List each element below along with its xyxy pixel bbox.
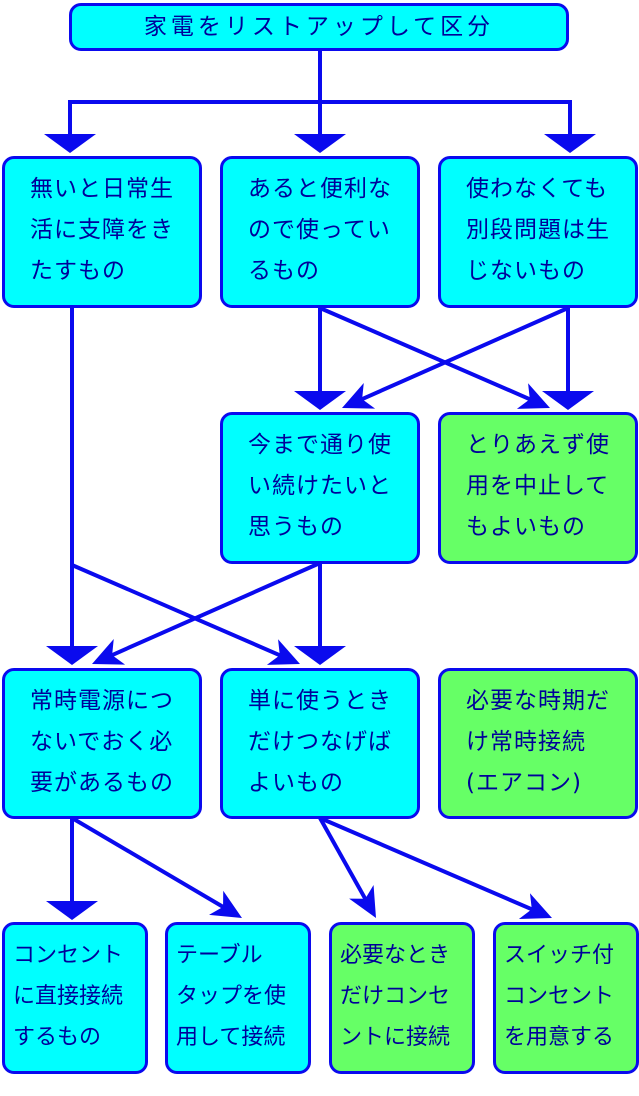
- node-text: タップを使: [176, 984, 287, 1009]
- node-text: い続けたいと: [248, 473, 392, 499]
- node-text: 今まで通り使: [248, 432, 392, 458]
- keep-using-to-always-on-line: [109, 561, 321, 658]
- title-node: 家電をリストアップして区分: [69, 3, 569, 51]
- node-text: するもの: [13, 1025, 102, 1050]
- node-text: とりあえず使: [466, 432, 610, 458]
- unnecessary-to-stop-using-arrowhead: [542, 391, 594, 410]
- node-always-on: 常時電源につ ないでおく必 要があるもの: [2, 668, 202, 819]
- node-text: あると便利な: [248, 176, 392, 202]
- node-plug-when-needed: 必要なとき だけコンセ ントに接続: [329, 922, 475, 1074]
- node-essential: 無いと日常生 活に支障をき たすもの: [2, 156, 202, 308]
- node-text: 単に使うとき: [248, 688, 392, 714]
- node-text: コンセント: [504, 984, 615, 1009]
- unnecessary-to-keep-using-arrowhead: [342, 383, 376, 409]
- node-text: 別段問題は生: [466, 217, 610, 243]
- node-text: に直接接続: [13, 984, 124, 1009]
- node-stop-using: とりあえず使 用を中止して もよいもの: [438, 412, 638, 564]
- node-text: スイッチ付: [504, 943, 615, 968]
- unnecessary-to-keep-using-line: [359, 306, 569, 402]
- keep-using-to-always-on-arrowhead: [92, 639, 126, 665]
- node-text: を用意する: [504, 1025, 615, 1050]
- node-text: ないでおく必: [30, 729, 174, 755]
- on-demand-to-switched-outlet-line: [319, 816, 535, 912]
- node-direct-outlet: コンセント に直接接続 するもの: [2, 922, 148, 1074]
- node-text: (エアコン): [466, 770, 582, 796]
- title-text: 家電をリストアップして区分: [143, 14, 495, 40]
- node-text: たすもの: [30, 258, 126, 284]
- node-convenient: あると便利な ので使ってい るもの: [220, 156, 420, 308]
- node-text: け常時接続: [466, 729, 586, 755]
- node-text: じないもの: [466, 258, 586, 284]
- node-switched-outlet: スイッチ付 コンセント を用意する: [493, 922, 639, 1074]
- to-convenient-arrowhead: [294, 134, 346, 153]
- node-keep-using: 今まで通り使 い続けたいと 思うもの: [220, 412, 420, 564]
- convenient-to-keep-using-arrowhead: [294, 391, 346, 410]
- to-unnecessary-arrowhead: [544, 134, 596, 153]
- node-text: 使わなくても: [466, 176, 609, 202]
- node-text: 無いと日常生: [30, 176, 174, 202]
- node-text: テーブル: [176, 943, 263, 968]
- node-text: 用を中止して: [466, 473, 610, 499]
- on-demand-to-switched-outlet-arrowhead: [518, 893, 552, 919]
- essential-to-always-on-arrowhead: [46, 646, 98, 665]
- node-text: 必要なとき: [340, 943, 451, 968]
- convenient-to-stop-using-arrowhead: [516, 383, 550, 409]
- keep-using-to-on-demand-arrowhead: [294, 646, 346, 665]
- node-unnecessary: 使わなくても 別段問題は生 じないもの: [438, 156, 638, 308]
- convenient-to-stop-using-line: [319, 306, 533, 402]
- node-seasonal: 必要な時期だ け常時接続 (エアコン): [438, 668, 638, 819]
- node-text: 活に支障をき: [30, 217, 174, 243]
- on-demand-to-plug-when-needed-arrowhead: [349, 884, 376, 918]
- node-text: 常時電源につ: [30, 688, 174, 714]
- on-demand-to-plug-when-needed-line: [318, 817, 368, 902]
- always-on-to-direct-outlet-arrowhead: [46, 901, 98, 920]
- node-text: 必要な時期だ: [466, 688, 610, 714]
- node-text: ので使ってい: [248, 217, 391, 243]
- node-on-demand: 単に使うとき だけつなげば よいもの: [220, 668, 420, 819]
- node-text: だけつなげば: [248, 729, 392, 755]
- node-power-strip: テーブル タップを使 用して接続: [165, 922, 311, 1074]
- node-text: 要があるもの: [30, 770, 174, 796]
- node-text: ントに接続: [340, 1025, 451, 1050]
- node-text: 思うもの: [248, 514, 344, 540]
- node-text: るもの: [248, 258, 320, 284]
- always-on-to-power-strip-arrowhead: [209, 890, 242, 918]
- essential-to-on-demand-arrowhead: [266, 639, 300, 665]
- essential-to-on-demand-line: [71, 563, 283, 658]
- node-text: よいもの: [248, 770, 344, 796]
- node-text: コンセント: [13, 943, 124, 968]
- node-text: もよいもの: [466, 514, 586, 540]
- to-essential-arrowhead: [44, 134, 96, 153]
- node-text: 用して接続: [176, 1025, 286, 1050]
- node-text: だけコンセ: [340, 984, 451, 1009]
- always-on-to-power-strip-line: [70, 816, 226, 910]
